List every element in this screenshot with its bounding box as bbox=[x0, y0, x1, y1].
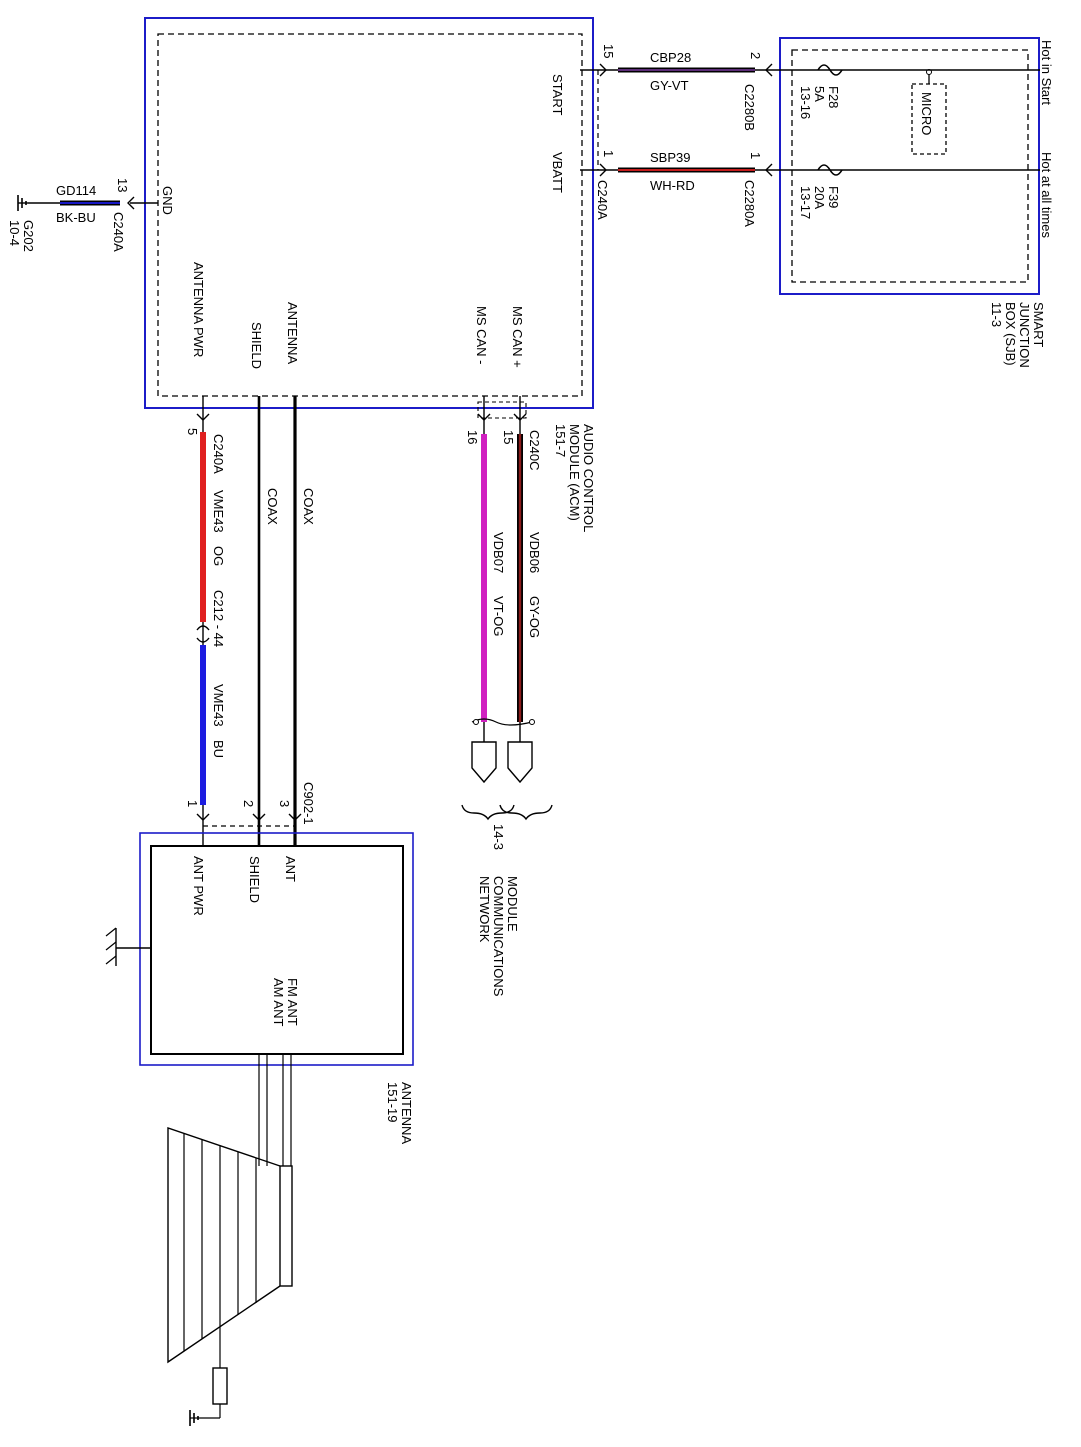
antenna-module-inner bbox=[150, 845, 404, 1055]
antenna-pin-fm-ant: FM ANT bbox=[285, 978, 300, 1026]
pin-vdb07: 16 bbox=[465, 430, 480, 444]
network-line1: MODULE bbox=[505, 876, 520, 932]
sjb-ref: 11-3 bbox=[989, 302, 1004, 327]
pin-sbp39-left: 1 bbox=[601, 150, 616, 157]
acm-pin-ms-can-plus: MS CAN + bbox=[510, 306, 525, 368]
antenna-module-name: ANTENNA bbox=[399, 1082, 414, 1144]
ground-g202-ref: 10-4 bbox=[7, 220, 22, 246]
micro-label: MICRO bbox=[919, 92, 934, 135]
fuse-f39-id: F39 bbox=[826, 186, 841, 208]
acm-pin-ms-can-minus: MS CAN - bbox=[474, 306, 489, 365]
acm-module-box bbox=[144, 17, 594, 409]
fuse-f28-rating: 5A bbox=[812, 86, 827, 102]
pin-gd114: 13 bbox=[115, 178, 130, 192]
ground-icon bbox=[189, 1410, 200, 1426]
acm-ref: 151-7 bbox=[553, 424, 568, 457]
resistor-icon bbox=[212, 1367, 228, 1405]
wire-sbp39-circuit: SBP39 bbox=[650, 150, 690, 165]
wire-cbp28-circuit: CBP28 bbox=[650, 50, 691, 65]
pin-ant: 3 bbox=[277, 800, 292, 807]
pin-vme43-acm: 5 bbox=[185, 428, 200, 435]
acm-pin-start: START bbox=[550, 74, 565, 115]
sjb-hot-in-start: Hot in Start bbox=[1039, 40, 1054, 105]
acm-pin-antenna-pwr: ANTENNA PWR bbox=[191, 262, 206, 357]
wire-vme43-og-color: OG bbox=[211, 546, 226, 566]
sjb-name-line1: SMART bbox=[1031, 302, 1046, 347]
acm-inner-dashed bbox=[157, 33, 583, 397]
ground-g202: G202 bbox=[21, 220, 36, 252]
connector-c2280a: C2280A bbox=[742, 180, 757, 227]
antenna-pin-ant: ANT bbox=[283, 856, 298, 882]
pin-ant-pwr: 1 bbox=[185, 800, 200, 807]
network-connector-can-plus bbox=[507, 741, 533, 784]
connector-c902-1: C902-1 bbox=[301, 782, 316, 825]
wire-vdb06-circuit: VDB06 bbox=[527, 532, 542, 573]
connector-c240c: C240C bbox=[527, 430, 542, 470]
sjb-name-line3: BOX (SJB) bbox=[1003, 302, 1018, 366]
acm-pin-gnd: GND bbox=[160, 186, 175, 215]
fuse-f39-ref: 13-17 bbox=[798, 186, 813, 219]
wire-gd114-circuit: GD114 bbox=[56, 183, 96, 198]
antenna-mast-icon bbox=[167, 1127, 293, 1364]
connector-c212-44: C212 - 44 bbox=[211, 590, 226, 647]
acm-pin-vbatt: VBATT bbox=[550, 152, 565, 193]
wire-vdb07-circuit: VDB07 bbox=[491, 532, 506, 573]
network-line3: NETWORK bbox=[477, 876, 492, 943]
connector-c2280b: C2280B bbox=[742, 84, 757, 131]
network-line2: COMMUNICATIONS bbox=[491, 876, 506, 997]
antenna-module-box bbox=[139, 832, 414, 1066]
wire-gd114-color: BK-BU bbox=[56, 210, 96, 225]
antenna-pin-am-ant: AM ANT bbox=[271, 978, 286, 1026]
pin-vdb06: 15 bbox=[501, 430, 516, 444]
sjb-inner-dashed bbox=[791, 49, 1029, 283]
connector-c240a-vme43: C240A bbox=[211, 434, 226, 474]
wire-coax-antenna-label: COAX bbox=[301, 488, 316, 525]
fuse-f28-ref: 13-16 bbox=[798, 86, 813, 119]
acm-pin-antenna: ANTENNA bbox=[285, 302, 300, 364]
pin-cbp28-right: 2 bbox=[748, 52, 763, 59]
acm-name-line1: AUDIO CONTROL bbox=[581, 424, 596, 532]
wire-coax-shield-label: COAX bbox=[265, 488, 280, 525]
connector-c240a-gnd: C240A bbox=[111, 212, 126, 252]
antenna-module-ref: 151-19 bbox=[385, 1082, 400, 1122]
wire-vdb06-color: GY-OG bbox=[527, 596, 542, 638]
fuse-f28-id: F28 bbox=[826, 86, 841, 108]
sjb-hot-at-all-times: Hot at all times bbox=[1039, 152, 1054, 238]
wire-vdb07-color: VT-OG bbox=[491, 596, 506, 636]
network-connector-can-minus bbox=[471, 741, 497, 784]
sjb-box bbox=[779, 37, 1040, 295]
wire-vme43-og-circuit: VME43 bbox=[211, 490, 226, 533]
wire-sbp39-color: WH-RD bbox=[650, 178, 695, 193]
antenna-pin-shield: SHIELD bbox=[247, 856, 262, 903]
acm-pin-shield: SHIELD bbox=[249, 322, 264, 369]
pin-sbp39-right: 1 bbox=[748, 152, 763, 159]
acm-name-line2: MODULE (ACM) bbox=[567, 424, 582, 521]
antenna-pin-ant-pwr: ANT PWR bbox=[191, 856, 206, 916]
wire-vme43-bu-circuit: VME43 bbox=[211, 684, 226, 727]
pin-cbp28-left: 15 bbox=[601, 44, 616, 58]
sjb-name-line2: JUNCTION bbox=[1017, 302, 1032, 368]
network-ref: 14-3 bbox=[491, 824, 506, 850]
wire-vme43-bu-color: BU bbox=[211, 740, 226, 758]
fuse-f39-rating: 20A bbox=[812, 186, 827, 209]
connector-c240a-vbatt: C240A bbox=[595, 180, 610, 220]
wire-cbp28-color: GY-VT bbox=[650, 78, 689, 93]
pin-shield: 2 bbox=[241, 800, 256, 807]
